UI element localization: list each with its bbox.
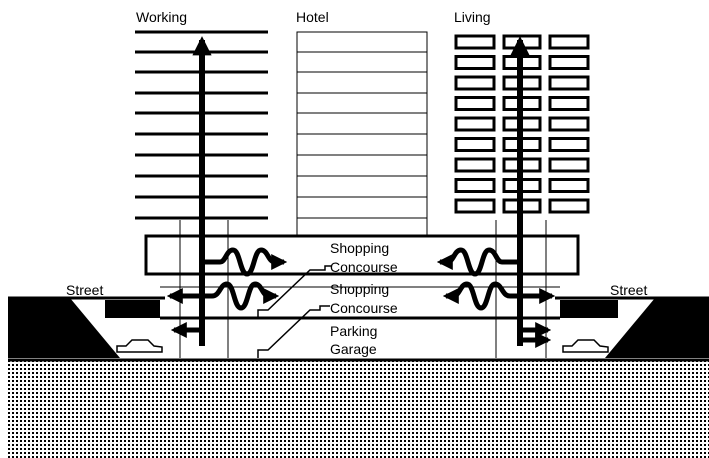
living-apartment-window xyxy=(454,157,496,173)
street-right-embankment xyxy=(605,298,709,358)
label-shopping-upper-2: Concourse xyxy=(330,259,398,275)
living-apartment-window xyxy=(548,75,590,91)
label-shopping-lower-2: Concourse xyxy=(330,300,398,316)
living-apartment-window xyxy=(454,75,496,91)
living-apartment-window xyxy=(548,137,590,152)
living-apartment-window xyxy=(454,198,496,214)
living-apartment-window xyxy=(454,116,496,132)
label-hotel: Hotel xyxy=(296,9,329,25)
living-apartment-window xyxy=(454,137,496,152)
living-apartment-window xyxy=(548,34,590,50)
stair-connectors xyxy=(257,265,332,358)
label-shopping-upper-1: Shopping xyxy=(330,240,389,256)
label-street-right: Street xyxy=(610,282,647,298)
living-apartment-window xyxy=(548,116,590,132)
living-apartment-window xyxy=(454,34,496,50)
shopping-podium-frame xyxy=(144,234,580,276)
living-apartment-window xyxy=(548,96,590,111)
living-apartment-window xyxy=(454,178,496,193)
label-parking-1: Parking xyxy=(330,323,377,339)
label-street-left: Street xyxy=(66,282,103,298)
street-left-ramp xyxy=(105,300,160,318)
car-right-icon xyxy=(562,339,609,353)
living-apartment-window xyxy=(454,55,496,70)
label-parking-2: Garage xyxy=(330,341,377,357)
label-shopping-lower-1: Shopping xyxy=(330,281,389,297)
living-apartment-window xyxy=(548,157,590,173)
living-apartment-window xyxy=(548,178,590,193)
car-left-icon xyxy=(116,339,163,353)
label-living: Living xyxy=(454,9,491,25)
ground-hatch xyxy=(8,360,709,458)
street-right-ramp xyxy=(560,300,618,318)
living-apartment-window xyxy=(454,96,496,111)
street-left-embankment xyxy=(8,298,120,358)
living-apartment-window xyxy=(548,198,590,214)
circulation-arrows xyxy=(166,247,556,349)
hotel-tower xyxy=(296,31,428,237)
living-apartment-window xyxy=(548,55,590,70)
label-working: Working xyxy=(136,9,187,25)
